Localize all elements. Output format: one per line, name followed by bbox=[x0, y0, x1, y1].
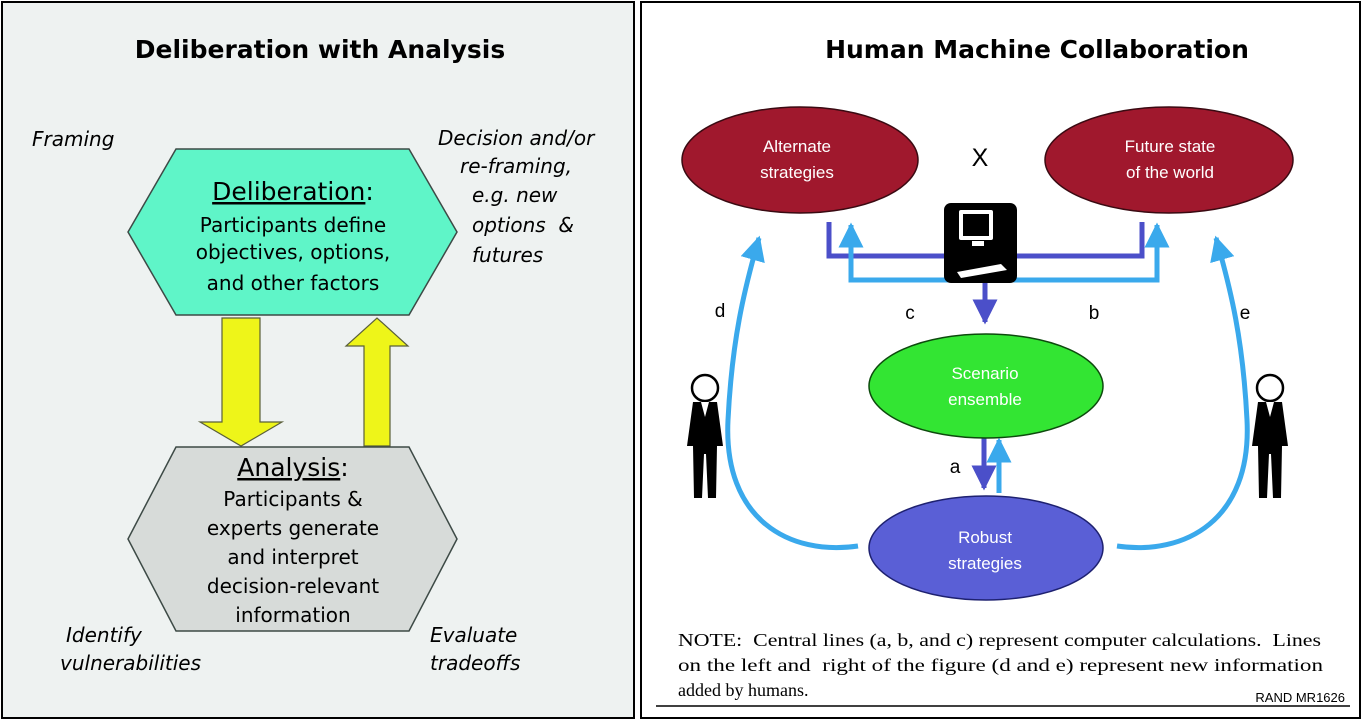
computer-icon bbox=[944, 203, 1017, 283]
deliberation-line-1: Participants define bbox=[200, 213, 386, 237]
evaluate-label-line-2: tradeoffs bbox=[430, 651, 520, 675]
decision-label-line-2: re-framing, bbox=[460, 154, 572, 178]
alternate-strategies-line-2: strategies bbox=[760, 163, 834, 182]
note-line-2: on the left and right of the figure (d a… bbox=[678, 655, 1323, 676]
analysis-line-3: and interpret bbox=[227, 545, 358, 569]
line-c-light bbox=[838, 222, 985, 283]
analysis-line-1: Participants & bbox=[223, 487, 362, 511]
future-state-line-1: Future state bbox=[1125, 137, 1216, 156]
line-b-light bbox=[985, 222, 1170, 283]
edge-label-c: c bbox=[905, 303, 915, 324]
human-right-icon bbox=[1252, 373, 1288, 498]
decision-label-line-4: options & bbox=[472, 213, 574, 237]
robust-strategies-line-2: strategies bbox=[948, 554, 1022, 573]
decision-label-line-1: Decision and/or bbox=[438, 126, 596, 150]
up-arrow-analysis-to-deliberation bbox=[344, 317, 410, 447]
cross-symbol: X bbox=[972, 144, 989, 172]
down-arrow-deliberation-to-analysis bbox=[197, 317, 285, 447]
alternate-strategies-line-1: Alternate bbox=[763, 137, 831, 156]
deliberation-hexagon bbox=[127, 148, 458, 316]
decision-label-line-3: e.g. new bbox=[472, 183, 558, 207]
right-panel-title: Human Machine Collaboration bbox=[825, 35, 1249, 64]
framing-label: Framing bbox=[32, 127, 114, 151]
decision-label-line-5: futures bbox=[472, 243, 543, 267]
edge-label-b: b bbox=[1089, 303, 1100, 324]
scenario-ensemble-node bbox=[868, 333, 1104, 439]
curve-e bbox=[1116, 235, 1250, 551]
analysis-heading: Analysis: bbox=[237, 453, 348, 482]
identify-label-line-1: Identify bbox=[66, 623, 143, 647]
future-state-node bbox=[1044, 106, 1294, 214]
robust-strategies-line-1: Robust bbox=[958, 528, 1012, 547]
curve-d bbox=[725, 235, 859, 551]
left-panel: Deliberation with Analysis Deliberation:… bbox=[1, 1, 635, 719]
future-state-line-2: of the world bbox=[1126, 163, 1214, 182]
edge-label-d: d bbox=[715, 301, 726, 322]
analysis-hexagon bbox=[127, 446, 458, 632]
left-panel-title: Deliberation with Analysis bbox=[135, 35, 505, 64]
right-panel: Human Machine Collaboration Alternate st… bbox=[640, 1, 1361, 719]
analysis-line-4: decision-relevant bbox=[207, 574, 379, 598]
edge-label-a: a bbox=[950, 457, 961, 478]
scenario-ensemble-line-2: ensemble bbox=[948, 390, 1022, 409]
scenario-ensemble-line-1: Scenario bbox=[951, 364, 1018, 383]
evaluate-label-line-1: Evaluate bbox=[430, 623, 517, 647]
note-line-1: NOTE: Central lines (a, b, and c) repres… bbox=[678, 630, 1321, 651]
identify-label-line-2: vulnerabilities bbox=[60, 651, 201, 675]
analysis-line-2: experts generate bbox=[207, 516, 379, 540]
deliberation-line-2: objectives, options, bbox=[196, 240, 390, 264]
robust-strategies-node bbox=[868, 495, 1104, 601]
note-line-3: added by humans. bbox=[678, 680, 808, 700]
deliberation-line-3: and other factors bbox=[207, 271, 380, 295]
analysis-line-5: information bbox=[235, 603, 350, 627]
source-label: RAND MR1626 bbox=[1255, 690, 1345, 705]
human-left-icon bbox=[687, 373, 723, 498]
edge-label-e: e bbox=[1240, 303, 1251, 324]
deliberation-heading: Deliberation: bbox=[212, 177, 374, 206]
alternate-strategies-node bbox=[681, 106, 919, 214]
